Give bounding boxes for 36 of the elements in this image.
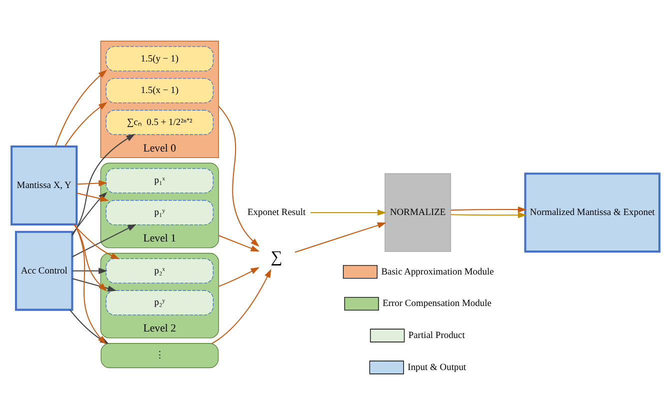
arrow — [74, 224, 106, 344]
arrow — [72, 133, 136, 236]
node-box: Normalized Mantissa & Exponet — [524, 172, 660, 252]
node-box: p₂ʸ — [106, 290, 214, 315]
node-text: Exponet Result — [247, 208, 306, 218]
arrow — [72, 267, 108, 274]
arrow — [450, 212, 527, 218]
legend-label: Partial Product — [408, 330, 465, 341]
node-box: Mantissa X, Y — [10, 145, 78, 225]
node-box: NORMALIZE — [384, 172, 452, 252]
legend-label: Error Compensation Module — [382, 298, 492, 309]
arrow — [218, 266, 260, 286]
arrow — [55, 69, 108, 146]
arrow — [76, 180, 108, 186]
arrow — [74, 224, 108, 291]
arrow — [450, 206, 527, 212]
node-box: 1.5(x − 1) — [106, 78, 214, 103]
node-box: p₁ʸ — [106, 200, 214, 225]
node-text: ∑ — [270, 248, 282, 266]
arrow — [218, 234, 260, 252]
node-box: 1.5(y − 1) — [106, 46, 214, 71]
arrow — [310, 209, 386, 216]
arrow — [73, 224, 120, 259]
arrow — [72, 278, 117, 291]
legend-label: Input & Output — [408, 362, 466, 372]
arrow — [212, 268, 272, 344]
arrow — [294, 222, 386, 252]
node-box: p₁ˣ — [106, 168, 214, 193]
node-box: ⋮ — [100, 342, 219, 368]
legend-label: Basic Approximation Module — [381, 266, 494, 277]
arrow — [218, 105, 260, 246]
arrow — [64, 101, 108, 146]
arrow — [72, 224, 136, 257]
node-box: p₂ˣ — [106, 258, 214, 283]
node-box: Acc Control — [14, 230, 74, 310]
node-box: ∑cₙ 0.5 + 1/2²ⁿ⁺² — [106, 109, 214, 134]
